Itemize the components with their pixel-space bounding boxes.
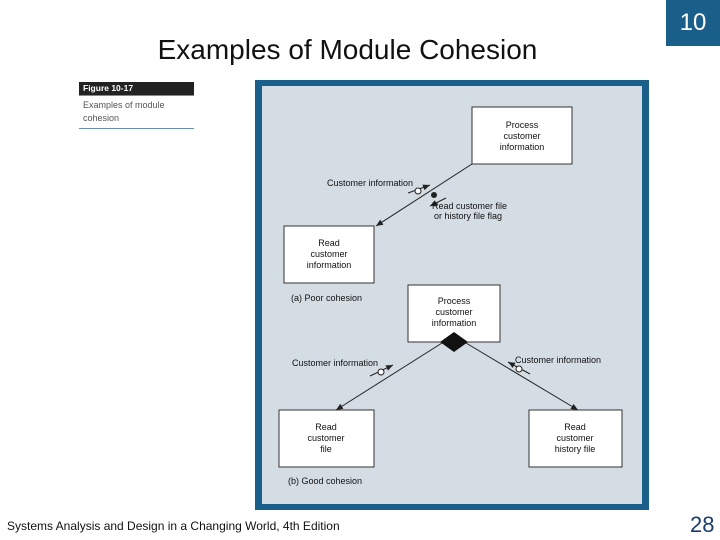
good-top-module-line-3: information	[432, 318, 477, 328]
figure-caption-divider-top	[79, 95, 194, 96]
good-right-flow-label: Customer information	[515, 355, 601, 365]
data-couple-icon	[414, 187, 422, 195]
good-read-customer-file-module	[278, 409, 375, 468]
good-top-module-line-2: customer	[435, 307, 472, 317]
poor-top-module-line-2: customer	[503, 131, 540, 141]
slide-title: Examples of Module Cohesion	[157, 34, 538, 65]
chapter-number-badge: 10	[666, 0, 720, 46]
good-left-flow-label: Customer information	[292, 358, 378, 368]
figure-caption: Examples of module cohesion	[83, 99, 193, 125]
good-left-module-line-3: file	[320, 444, 332, 454]
control-flag-icon	[431, 192, 437, 198]
good-read-history-file-module	[528, 409, 623, 468]
poor-call-line	[375, 163, 473, 227]
poor-cohesion-caption: (a) Poor cohesion	[291, 293, 362, 303]
good-right-module-line-3: history file	[555, 444, 596, 454]
poor-bottom-module-line-1: Read	[318, 238, 340, 248]
figure-caption-divider-bottom	[79, 128, 194, 129]
poor-bottom-module-line-2: customer	[310, 249, 347, 259]
poor-downward-flag-arrow	[429, 197, 447, 207]
figure-label: Figure 10-17	[79, 82, 194, 95]
page-number: 28	[690, 512, 715, 537]
figure-caption-line-2: cohesion	[83, 113, 120, 123]
poor-flow-up-label: Customer information	[327, 178, 413, 188]
good-process-customer-module	[407, 284, 501, 343]
good-left-module-line-1: Read	[315, 422, 337, 432]
data-couple-icon	[515, 365, 523, 373]
poor-process-customer-module	[471, 106, 573, 165]
poor-top-module-line-3: information	[500, 142, 545, 152]
good-right-module-line-1: Read	[564, 422, 586, 432]
poor-bottom-module-line-3: information	[307, 260, 352, 270]
figure-caption-line-1: Examples of module	[83, 100, 165, 110]
good-right-module-line-2: customer	[556, 433, 593, 443]
good-left-module-line-2: customer	[307, 433, 344, 443]
good-top-module-line-1: Process	[438, 296, 471, 306]
slide-footer: Systems Analysis and Design in a Changin…	[7, 519, 340, 533]
poor-read-customer-module	[283, 225, 375, 284]
poor-flow-down-label-1: Read customer file	[432, 201, 507, 211]
poor-flow-down-label-2: or history file flag	[434, 211, 502, 221]
poor-top-module-line-1: Process	[506, 120, 539, 130]
good-cohesion-caption: (b) Good cohesion	[288, 476, 362, 486]
good-left-call-line	[335, 342, 443, 411]
selection-diamond-icon	[440, 332, 468, 352]
data-couple-icon	[377, 368, 385, 376]
good-right-call-line	[465, 342, 579, 411]
